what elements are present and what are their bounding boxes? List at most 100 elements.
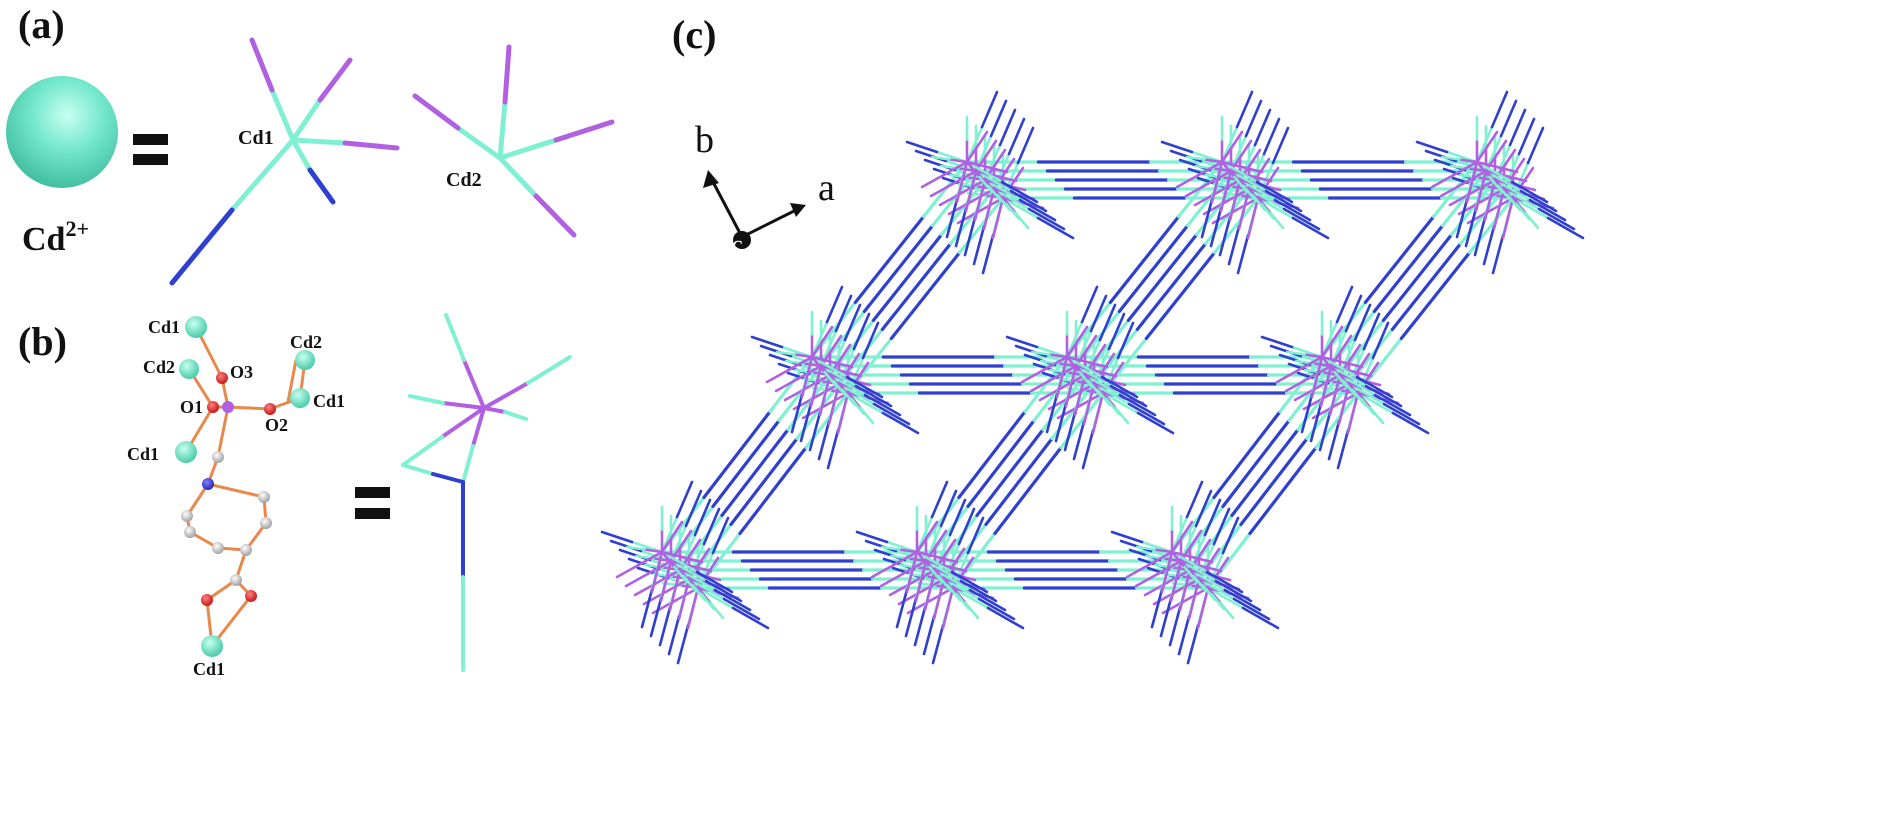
framework-link-segment — [1372, 224, 1445, 313]
framework-link-segment — [1221, 419, 1291, 508]
framework-node-spoke — [1185, 480, 1204, 519]
framework-node-spoke — [1241, 606, 1280, 630]
framework-node-spoke — [993, 148, 1007, 167]
framework-node-spoke — [1502, 187, 1541, 211]
framework-node-spoke — [659, 579, 668, 603]
framework-node-spoke — [1098, 303, 1117, 342]
framework-node-spoke — [615, 563, 641, 579]
framework-node-spoke — [1546, 216, 1585, 240]
framework-node-spoke — [658, 606, 672, 647]
framework-node-spoke — [911, 568, 937, 584]
o-atom-carboxyl-1 — [201, 594, 213, 606]
framework-node-spoke — [919, 559, 928, 583]
framework-node-spoke — [1030, 350, 1051, 356]
carbon-atom — [230, 574, 242, 586]
framework-node-spoke — [656, 568, 682, 584]
framework-node-spoke — [1100, 375, 1139, 399]
framework-node-spoke — [1465, 180, 1474, 204]
framework-node-spoke — [643, 548, 664, 554]
framework-link-segment — [1212, 410, 1282, 499]
framework-node-spoke — [1307, 364, 1333, 380]
framework-node-spoke — [1065, 355, 1104, 379]
framework-node-spoke — [1338, 373, 1377, 397]
framework-node-spoke — [1300, 393, 1314, 434]
framework-node-spoke — [1220, 160, 1236, 179]
framework-node-spoke — [1473, 216, 1487, 257]
framework-node-spoke — [1089, 294, 1108, 333]
framework-node-spoke — [1065, 355, 1081, 374]
framework-node-spoke — [1248, 148, 1262, 167]
framework-node-spoke — [942, 577, 981, 601]
framework-node-spoke — [660, 550, 676, 569]
framework-node-spoke — [1440, 155, 1461, 161]
framework-node-spoke — [932, 597, 941, 621]
framework-node-spoke — [925, 520, 939, 539]
framework-node-spoke — [1153, 548, 1174, 554]
framework-node-spoke — [1330, 325, 1344, 344]
framework-node-spoke — [805, 355, 814, 379]
framework-node-spoke — [930, 480, 949, 519]
framework-node-spoke — [1127, 402, 1166, 426]
framework-link-segment — [862, 224, 935, 313]
framework-node-spoke — [1215, 160, 1224, 184]
framework-node-spoke — [1005, 335, 1039, 349]
framework-node-spoke — [1029, 377, 1055, 393]
framework-node-spoke — [1220, 160, 1244, 169]
framework-node-spoke — [1320, 340, 1334, 359]
framework-node-spoke — [660, 550, 684, 559]
framework-node-spoke — [1320, 355, 1359, 379]
framework-node-spoke — [1093, 343, 1107, 362]
framework-node-spoke — [624, 572, 650, 588]
framework-node-spoke — [1020, 368, 1046, 384]
framework-node-spoke — [1309, 402, 1323, 443]
framework-node-spoke — [810, 340, 824, 359]
framework-node-spoke — [1116, 321, 1135, 360]
framework-node-spoke — [1085, 360, 1109, 369]
framework-link-segment — [871, 233, 944, 322]
framework-node-spoke — [854, 384, 893, 408]
panel-a: (a) Cd2+ Cd1 Cd2 — [6, 2, 615, 286]
framework-node-spoke — [948, 158, 969, 164]
framework-node-spoke — [998, 108, 1017, 147]
framework-node-spoke — [872, 402, 911, 426]
framework-node-spoke — [902, 559, 928, 575]
framework-node-spoke — [963, 216, 977, 257]
framework-node-spoke — [1069, 364, 1078, 388]
framework-link-segment — [984, 437, 1054, 527]
framework-node-spoke — [965, 160, 981, 179]
framework-node-spoke — [827, 402, 836, 426]
panel-c: (c) b a c — [600, 12, 1585, 665]
carbon-atom — [212, 451, 224, 463]
framework-node-spoke — [1055, 375, 1064, 399]
framework-node-spoke — [1221, 516, 1240, 555]
cd1-atom-left — [175, 441, 197, 463]
framework-node-spoke — [1135, 545, 1156, 551]
framework-node-spoke — [1220, 145, 1234, 164]
framework-node-spoke — [960, 160, 969, 184]
framework-node-spoke — [1303, 353, 1324, 359]
framework-node-spoke — [879, 572, 905, 588]
framework-node-spoke — [905, 570, 914, 594]
framework-node-spoke — [943, 160, 969, 176]
framework-node-spoke — [959, 579, 998, 603]
3d-framework-network — [600, 90, 1585, 665]
framework-node-spoke — [1169, 579, 1178, 603]
framework-node-spoke — [1511, 196, 1550, 220]
framework-node-spoke — [686, 606, 695, 630]
framework-node-spoke — [793, 353, 814, 359]
framework-node-spoke — [693, 498, 712, 537]
framework-node-spoke — [1320, 355, 1336, 374]
framework-link-segment — [853, 215, 926, 304]
framework-node-spoke — [933, 568, 972, 592]
ball-stick-atoms — [175, 316, 315, 657]
framework-node-spoke — [929, 182, 955, 198]
framework-node-spoke — [920, 173, 946, 189]
framework-link-segment — [880, 242, 953, 331]
framework-node-spoke — [1159, 597, 1173, 638]
framework-node-spoke — [1348, 343, 1362, 362]
framework-node-spoke — [680, 555, 704, 564]
framework-node-spoke — [880, 545, 901, 551]
framework-node-spoke — [790, 393, 804, 434]
framework-node-spoke — [1499, 99, 1518, 138]
framework-node-spoke — [677, 597, 686, 621]
